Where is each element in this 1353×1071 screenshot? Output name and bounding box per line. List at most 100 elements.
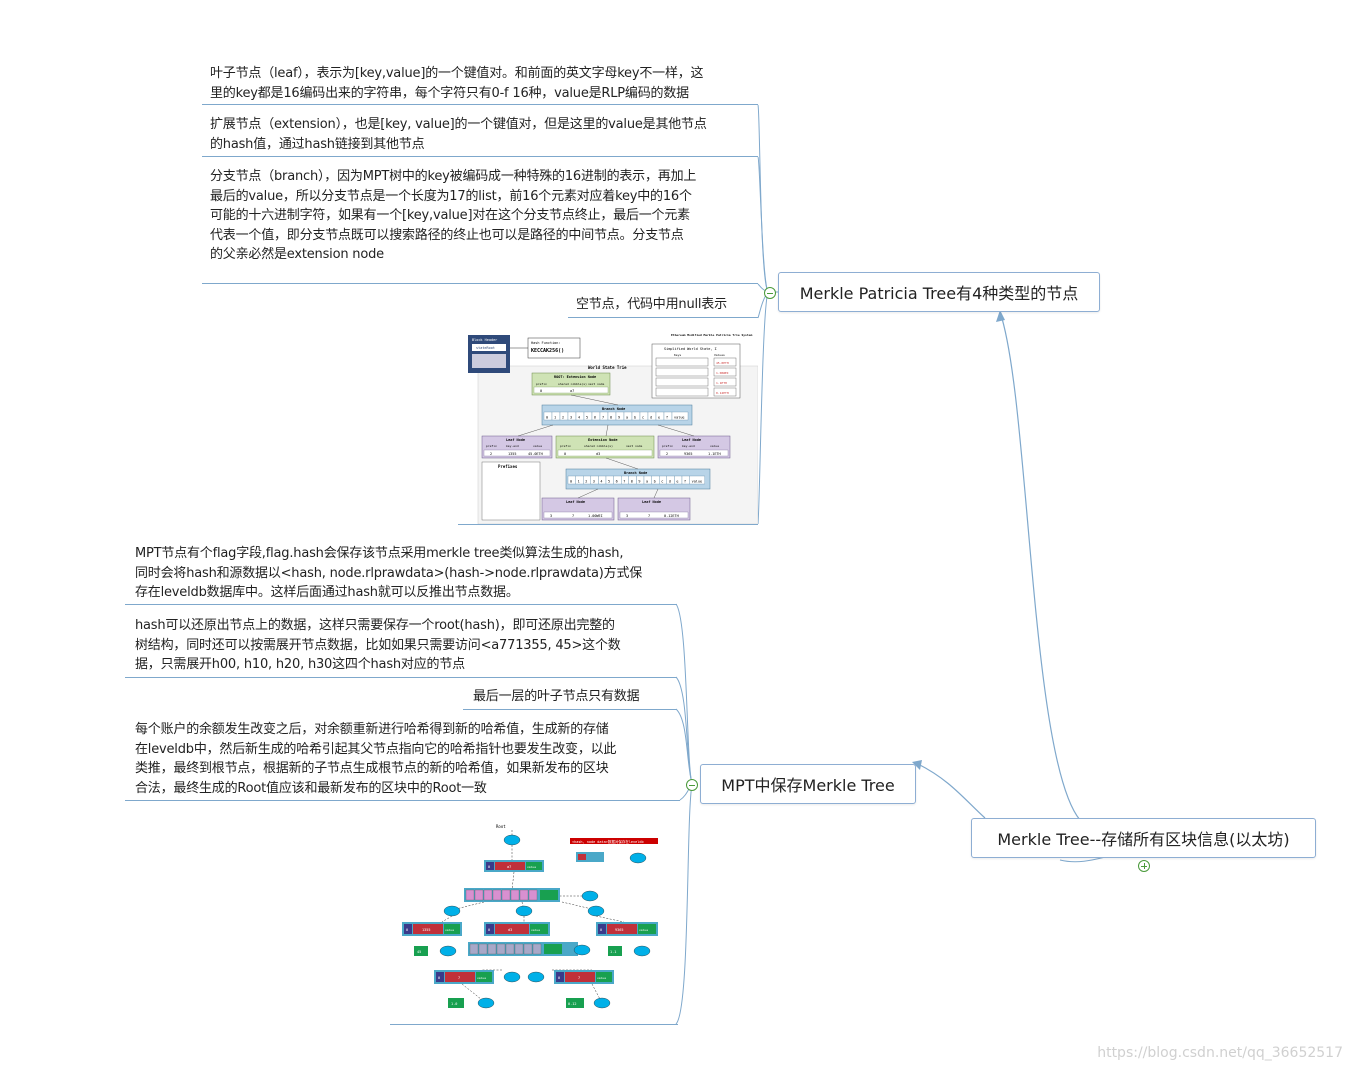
- node-key: d3: [508, 928, 512, 932]
- leaf-data: 1.0: [451, 1002, 457, 1006]
- hex-label: e: [658, 416, 660, 420]
- node-value: value: [531, 928, 540, 932]
- node-prefix: 0: [488, 928, 490, 932]
- node-value: value: [445, 928, 454, 932]
- hex-label: 0: [570, 480, 572, 484]
- hex-label: d: [669, 480, 671, 484]
- node-prefix: 0: [438, 976, 440, 980]
- cell-value: 3: [550, 514, 552, 518]
- hex-label: 8: [631, 480, 633, 484]
- hex-label: 8: [610, 416, 612, 420]
- hex-label: b: [654, 480, 656, 484]
- topic-mpt-merkle[interactable]: MPT中保存Merkle Tree: [700, 764, 916, 804]
- hash-tree-figure: Root <hash, node data>数据对保存在leveldb 0 a7: [392, 820, 676, 1020]
- note-line: 最后的value，所以分支节点是一个长度为17的list，前16个元素对应着ke…: [210, 188, 692, 204]
- hex-label: e: [676, 480, 678, 484]
- note-line: 分支节点（branch），因为MPT树中的key被编码成一种特殊的16进制的表示…: [210, 169, 697, 184]
- divider: [568, 317, 758, 318]
- collapse-toggle-icon[interactable]: [686, 779, 698, 791]
- root-topic-label: Merkle Tree--存储所有区块信息(以太坊): [997, 830, 1290, 849]
- cell-label: shared nibble(s): [558, 382, 587, 386]
- state-value: 1.1ETH: [716, 381, 727, 385]
- note-line: 在leveldb中，然后新生成的哈希引起其父节点指向它的哈希指针也要发生改变，以…: [135, 741, 617, 757]
- node-key: a7: [507, 865, 511, 869]
- note-line: 最后一层的叶子节点只有数据: [473, 689, 640, 704]
- cell-label: key-end: [682, 444, 695, 448]
- note-line: MPT节点有个flag字段,flag.hash会保存该节点采用merkle tr…: [135, 546, 624, 561]
- note-branch-node: 分支节点（branch），因为MPT树中的key被编码成一种特殊的16进制的表示…: [210, 167, 750, 265]
- divider: [390, 1024, 678, 1025]
- leaf-node-title: Leaf Node: [506, 438, 525, 442]
- trie-title: World State Trie: [588, 365, 627, 370]
- watermark: https://blog.csdn.net/qq_36652517: [1097, 1045, 1343, 1061]
- cell-value: 2: [666, 452, 668, 456]
- cell-label: prefix: [662, 444, 673, 448]
- cell-label: prefix: [486, 444, 497, 448]
- hex-label: 2: [562, 416, 564, 420]
- mpt-structure-figure: Block Header stateRoot Hash Function: KE…: [458, 332, 759, 525]
- cell-value: d3: [596, 452, 600, 456]
- note-line: 存在leveldb数据库中。这样后面通过hash就可以反推出节点数据。: [135, 585, 519, 600]
- hex-label: 1: [578, 480, 580, 484]
- topic-mpt-merkle-label: MPT中保存Merkle Tree: [721, 776, 895, 795]
- hex-label: value: [692, 480, 703, 484]
- cell-value: 1.1ETH: [708, 452, 721, 456]
- cell-value: 1.00WEI: [588, 514, 603, 518]
- cell-value: 9365: [684, 452, 692, 456]
- cell-value: 0.12ETH: [664, 514, 679, 518]
- note-line: 空节点，代码中用null表示: [576, 297, 727, 312]
- branch-node-title: Branch Node: [602, 407, 625, 411]
- state-root-label: stateRoot: [476, 346, 495, 350]
- hex-label: a: [626, 416, 628, 420]
- root-topic[interactable]: Merkle Tree--存储所有区块信息(以太坊): [971, 818, 1316, 858]
- state-value: 45.0ETH: [716, 361, 729, 365]
- hex-label: 7: [623, 480, 625, 484]
- hex-label: 9: [618, 416, 620, 420]
- leaf-node-title: Leaf Node: [682, 438, 701, 442]
- node-key: 7: [458, 976, 460, 980]
- cell-label: next node: [588, 382, 604, 386]
- note-leaf-only-data: 最后一层的叶子节点只有数据: [473, 687, 673, 707]
- hex-label: 5: [608, 480, 610, 484]
- world-state-title: Simplified World State, Σ: [664, 347, 717, 351]
- cell-label: value: [710, 444, 719, 448]
- cell-value: a7: [570, 389, 574, 393]
- collapse-toggle-icon[interactable]: [764, 287, 776, 299]
- divider: [458, 524, 758, 525]
- note-balance-change: 每个账户的余额发生改变之后，对余额重新进行哈希得到新的哈希值，生成新的存储 在l…: [135, 720, 675, 798]
- node-prefix: 0: [558, 976, 560, 980]
- state-value: 1.00WEI: [716, 371, 729, 375]
- hex-label: value: [674, 416, 685, 420]
- hex-label: c: [642, 416, 644, 420]
- hex-label: 3: [593, 480, 595, 484]
- cell-label: prefix: [536, 382, 547, 386]
- leaf-node-title: Leaf Node: [642, 500, 661, 504]
- hex-label: d: [650, 416, 652, 420]
- expand-toggle-icon[interactable]: [1138, 860, 1150, 872]
- node-value: value: [527, 865, 536, 869]
- cell-value: 0: [540, 389, 542, 393]
- note-mpt-flag: MPT节点有个flag字段,flag.hash会保存该节点采用merkle tr…: [135, 544, 675, 603]
- divider: [125, 604, 677, 605]
- node-value: value: [477, 976, 486, 980]
- keys-header: Keys: [674, 353, 681, 357]
- hex-label: b: [634, 416, 636, 420]
- note-line: 代表一个值，即分支节点既可以搜索路径的终止也可以是路径的中间节点。分支节点: [210, 227, 684, 243]
- node-prefix: 0: [406, 928, 408, 932]
- node-key: 7: [578, 976, 580, 980]
- cell-value: 3: [626, 514, 628, 518]
- hex-label: 3: [570, 416, 572, 420]
- topic-mpt-node-types[interactable]: Merkle Patricia Tree有4种类型的节点: [778, 272, 1100, 312]
- prefixes-title: Prefixes: [498, 464, 518, 469]
- cell-value: 7: [648, 514, 650, 518]
- note-line: 类推，最终到根节点，根据新的子节点生成根节点的新的哈希值，如果新发布的区块: [135, 761, 609, 776]
- mpt-structure-svg: Block Header stateRoot Hash Function: KE…: [468, 333, 759, 525]
- note-line: 同时会将hash和源数据以<hash, node.rlprawdata>(has…: [135, 565, 643, 581]
- cell-label: key-end: [506, 444, 519, 448]
- hex-label: 6: [594, 416, 596, 420]
- cell-value: 2: [490, 452, 492, 456]
- node-value: value: [639, 928, 648, 932]
- node-key: 1355: [422, 928, 430, 932]
- note-line: 叶子节点（leaf），表示为[key,value]的一个键值对。和前面的英文字母…: [210, 66, 704, 81]
